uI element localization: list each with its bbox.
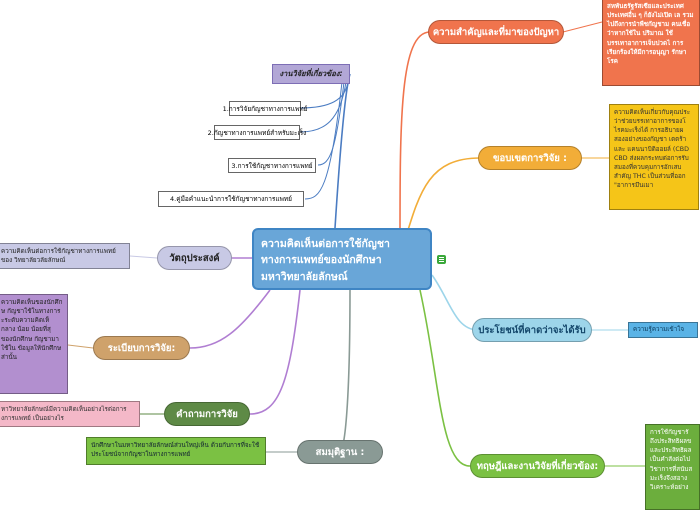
edge-related-2 <box>299 81 347 133</box>
related-research-node[interactable]: งานวิจัยที่เกี่ยวข้อง: <box>272 64 350 84</box>
edge-importance <box>399 31 431 241</box>
hypothesis-node[interactable]: สมมุติฐาน : <box>297 440 383 464</box>
notes-icon[interactable] <box>437 255 446 264</box>
edge-benefits <box>431 274 479 331</box>
benefits-node[interactable]: ประโยชน์ที่คาดว่าจะได้รับ <box>472 318 592 342</box>
hypothesis-note: นักศึกษาในมหาวิทยาลัยลักษณ์ส่วนใหญ่เห็น … <box>86 437 266 465</box>
research-question-node[interactable]: คำถามการวิจัย <box>164 402 250 426</box>
edge-research-question <box>249 289 301 415</box>
research-question-note: หาวิทยาลัยลักษณ์มีความคิดเห็นอย่างไรต่อก… <box>0 401 140 427</box>
central-topic[interactable]: ความคิดเห็นต่อการใช้กัญชาทางการแพทย์ของน… <box>252 228 432 290</box>
importance-note: สหพันธรัฐรัสเซียและประเทศ ประเทศอื่น ๆ ก… <box>602 0 700 86</box>
related-item-3[interactable]: 3.การใช้กัญชาทางการแพทย์ <box>228 158 316 173</box>
edge-scope <box>404 157 481 241</box>
objective-node[interactable]: วัตถุประสงค์ <box>157 246 232 270</box>
related-research-title: งานวิจัยที่เกี่ยวข้อง: <box>279 69 343 78</box>
methodology-note: ความคิดเห็นของนักศึกษ กัญชาใช้ในทางการ ะ… <box>0 294 68 394</box>
related-item-4[interactable]: 4.คู่มือคำแนะนำการใช้กัญชาทางการแพทย์ <box>158 191 304 207</box>
scope-note: ความคิดเห็นเกี่ยวกับคุณประ ว่าช่วยบรรเทา… <box>609 104 699 210</box>
edge-related-1 <box>299 81 349 109</box>
importance-node[interactable]: ความสำคัญและที่มาของปัญหา <box>428 20 564 44</box>
edge-objective-note <box>129 255 158 259</box>
edge-theory <box>419 289 471 467</box>
edge-importance-note <box>562 21 603 33</box>
edge-methodology-note <box>67 344 94 349</box>
related-item-1[interactable]: 1.การวิจัยกัญชาทางการแพทย์ <box>223 101 307 116</box>
theory-node[interactable]: ทฤษฎีและงานวิจัยที่เกี่ยวข้อง: <box>470 454 605 478</box>
edge-hypothesis <box>339 289 351 453</box>
objective-note: ความคิดเห็นต่อการใช้กัญชาทางการแพทย์ของ … <box>0 243 130 269</box>
scope-node[interactable]: ขอบเขตการวิจัย : <box>478 146 582 170</box>
edge-methodology <box>189 289 271 349</box>
central-topic-text: ความคิดเห็นต่อการใช้กัญชาทางการแพทย์ของน… <box>261 238 390 283</box>
methodology-node[interactable]: ระเบียบการวิจัย: <box>93 336 190 360</box>
related-item-2[interactable]: 2.กัญชาทางการแพทย์สำหรับมะเร็ง <box>208 125 306 140</box>
benefits-note: ความรู้ความเข้าใจ <box>628 322 698 338</box>
edge-related-4 <box>304 81 343 200</box>
theory-note: การใช้กัญชารั ถึงประสิทธิผลข และประสิทธิ… <box>645 424 700 510</box>
